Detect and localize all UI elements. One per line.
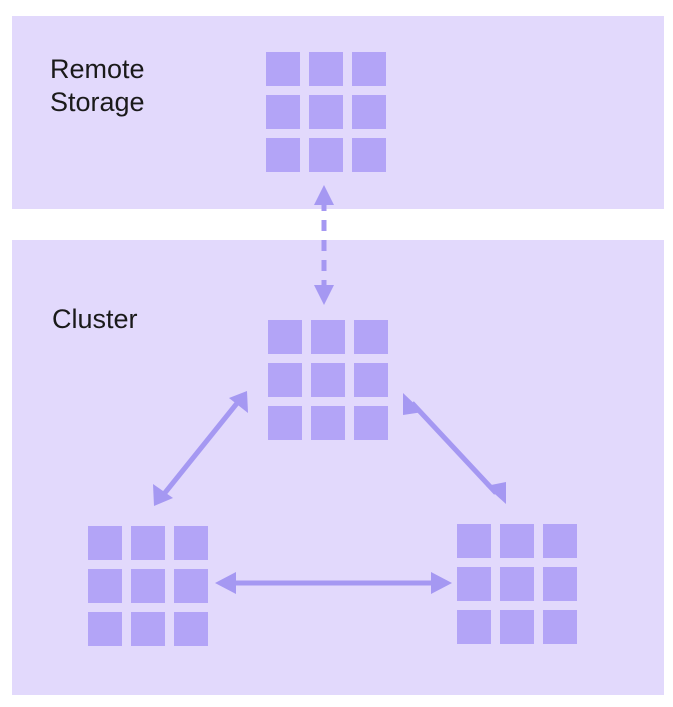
- node-cell: [174, 569, 208, 603]
- node-cell: [131, 526, 165, 560]
- node-cell: [311, 363, 345, 397]
- node-cell: [500, 567, 534, 601]
- node-cell: [88, 569, 122, 603]
- node-cell: [500, 610, 534, 644]
- node-cell: [88, 526, 122, 560]
- node-cell: [543, 524, 577, 558]
- node-cell: [311, 320, 345, 354]
- node-cell: [309, 52, 343, 86]
- node-cell: [354, 363, 388, 397]
- node-cell: [352, 95, 386, 129]
- node-grid-cluster-left: [88, 526, 208, 646]
- node-cell: [354, 406, 388, 440]
- node-cell: [268, 320, 302, 354]
- node-grid-remote-storage: [266, 52, 386, 172]
- node-cell: [543, 567, 577, 601]
- node-grid-cluster-top: [268, 320, 388, 440]
- node-cell: [352, 138, 386, 172]
- node-cell: [457, 610, 491, 644]
- node-cell: [88, 612, 122, 646]
- node-cell: [354, 320, 388, 354]
- node-cell: [131, 612, 165, 646]
- panel-label-remote-storage: Remote Storage: [50, 54, 145, 117]
- node-cell: [352, 52, 386, 86]
- node-cell: [311, 406, 345, 440]
- node-cell: [266, 52, 300, 86]
- node-cell: [174, 526, 208, 560]
- node-cell: [268, 406, 302, 440]
- node-cell: [457, 524, 491, 558]
- node-cell: [457, 567, 491, 601]
- node-cell: [268, 363, 302, 397]
- node-cell: [131, 569, 165, 603]
- node-cell: [543, 610, 577, 644]
- node-cell: [266, 138, 300, 172]
- node-cell: [309, 138, 343, 172]
- node-cell: [500, 524, 534, 558]
- node-cell: [309, 95, 343, 129]
- node-grid-cluster-right: [457, 524, 577, 644]
- node-cell: [266, 95, 300, 129]
- panel-label-cluster: Cluster: [52, 304, 138, 334]
- node-cell: [174, 612, 208, 646]
